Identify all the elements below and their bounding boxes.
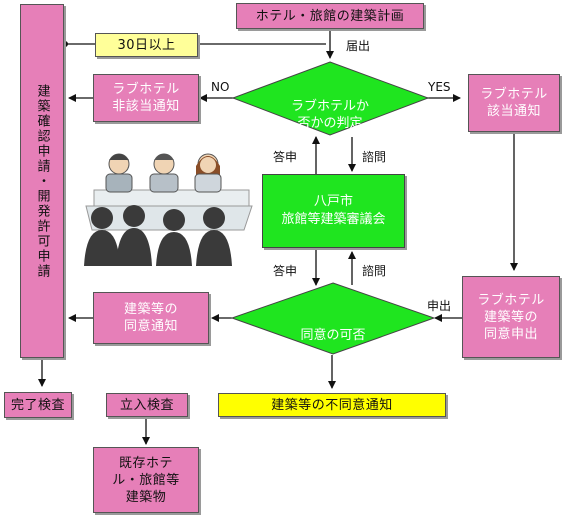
label-request: 申出 bbox=[427, 299, 452, 313]
label-inquiry-1: 諮問 bbox=[362, 150, 387, 164]
non-consent-text: 建築等の不同意通知 bbox=[271, 397, 393, 413]
consent-request-text: ラブホテル 建築等の 同意申出 bbox=[477, 292, 545, 342]
consent-notice-text: 建築等の 同意通知 bbox=[123, 302, 178, 334]
building-confirm-text: 建築確認申請・開発許可申請 bbox=[34, 83, 50, 279]
decision-diamond: ラブホテルか 否かの判定 bbox=[278, 81, 382, 132]
existing-buildings-text: 既存ホテ ル・旅館等 建築物 bbox=[112, 455, 180, 505]
label-no: NO bbox=[211, 80, 230, 94]
meeting-illustration bbox=[84, 153, 253, 266]
inspection-box: 立入検査 bbox=[106, 393, 188, 417]
plan-text: ホテル・旅館の建築計画 bbox=[255, 8, 405, 24]
non-consent-box: 建築等の不同意通知 bbox=[218, 393, 446, 417]
completion-text: 完了検査 bbox=[10, 397, 65, 413]
not-applicable-box: ラブホテル 非該当通知 bbox=[93, 74, 199, 122]
label-reply-1: 答申 bbox=[273, 150, 298, 164]
completion-box: 完了検査 bbox=[4, 392, 72, 418]
applicable-box: ラブホテル 該当通知 bbox=[468, 74, 560, 132]
thirty-days-text: 30日以上 bbox=[117, 37, 176, 53]
building-confirm-column: 建築確認申請・開発許可申請 bbox=[20, 4, 64, 358]
existing-buildings-box: 既存ホテ ル・旅館等 建築物 bbox=[93, 447, 199, 513]
plan-box: ホテル・旅館の建築計画 bbox=[236, 3, 424, 29]
decision-text: ラブホテルか 否かの判定 bbox=[290, 99, 369, 131]
consent-request-box: ラブホテル 建築等の 同意申出 bbox=[462, 276, 560, 358]
consent-decision-diamond: 同意の可否 bbox=[283, 310, 383, 344]
council-text: 八戸市 旅館等建築審議会 bbox=[281, 194, 386, 227]
thirty-days-box: 30日以上 bbox=[95, 33, 198, 57]
inspection-text: 立入検査 bbox=[119, 397, 174, 413]
label-notification: 届出 bbox=[346, 39, 371, 53]
consent-decision-text: 同意の可否 bbox=[300, 328, 366, 343]
label-reply-2: 答申 bbox=[273, 264, 298, 278]
label-yes: YES bbox=[428, 80, 451, 94]
not-applicable-text: ラブホテル 非該当通知 bbox=[112, 82, 180, 114]
consent-notice-box: 建築等の 同意通知 bbox=[93, 292, 209, 344]
label-inquiry-2: 諮問 bbox=[362, 264, 387, 278]
applicable-text: ラブホテル 該当通知 bbox=[480, 87, 548, 119]
council-box: 八戸市 旅館等建築審議会 bbox=[262, 174, 405, 248]
